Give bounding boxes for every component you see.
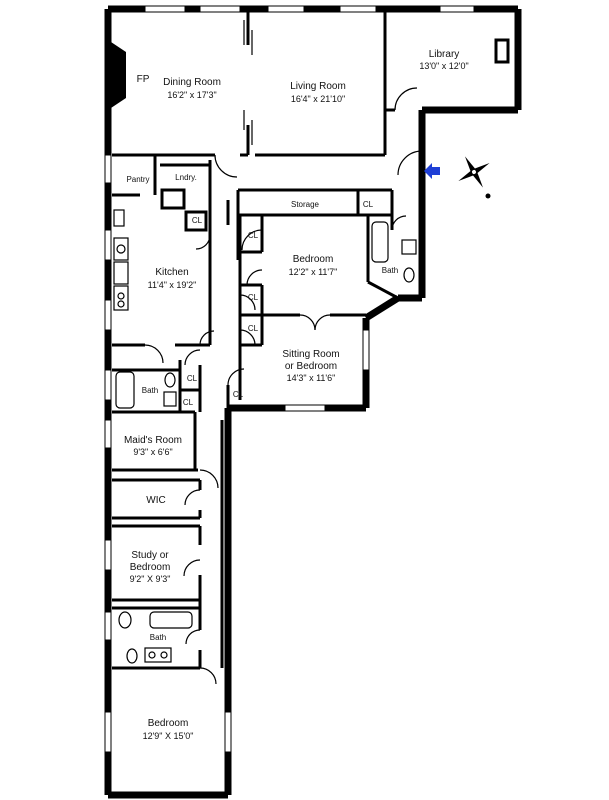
dining-room-name: Dining Room <box>163 77 221 88</box>
study-dims: 9'2" X 9'3" <box>130 574 171 584</box>
fireplace-chimney <box>108 40 126 110</box>
library-name: Library <box>429 49 460 60</box>
bath2-label: Bath <box>142 386 158 395</box>
pantry-label: Pantry <box>126 175 149 184</box>
compass-icon <box>458 156 490 188</box>
kitchen-dims: 11'4" x 19'2" <box>148 280 197 290</box>
sitting-room-name: Sitting Room <box>282 349 339 360</box>
living-room-dims: 16'4" x 21'10" <box>291 94 345 104</box>
bedroom2-dims: 12'9" X 15'0" <box>143 731 194 741</box>
closet-label-bath2-top: CL <box>187 374 198 383</box>
closet-label-hall: CL <box>233 390 244 399</box>
living-room-name: Living Room <box>290 81 346 92</box>
dining-room-dims: 16'2" x 17'3" <box>167 90 216 100</box>
bedroom2-name: Bedroom <box>148 718 189 729</box>
library-chimney <box>494 38 510 64</box>
fireplace-label: FP <box>137 74 150 85</box>
door-swings <box>144 87 423 685</box>
study-name: Study or <box>131 550 169 561</box>
closet-label-laundry: CL <box>192 216 203 225</box>
interior-walls <box>112 12 399 670</box>
entry-arrow-icon <box>424 163 440 179</box>
sitting-room-dims: 14'3" x 11'6" <box>287 373 336 383</box>
storage-label: Storage <box>291 200 320 209</box>
closet-label-bedroom-top: CL <box>248 231 259 240</box>
closet-label-sitting: CL <box>248 324 259 333</box>
sliding-doors <box>243 20 253 145</box>
fixtures <box>113 209 417 664</box>
kitchen-name: Kitchen <box>155 267 188 278</box>
maids-room-dims: 9'3" x 6'6" <box>133 447 172 457</box>
compass-north-marker <box>485 193 491 199</box>
bedroom1-name: Bedroom <box>293 254 334 265</box>
study-name2: Bedroom <box>130 562 171 573</box>
sitting-room-name2: or Bedroom <box>285 361 337 372</box>
bedroom1-dims: 12'2" x 11'7" <box>289 267 338 277</box>
closet-label-bath2-bottom: CL <box>183 398 194 407</box>
bath3-label: Bath <box>150 633 166 642</box>
laundry-label: Lndry. <box>175 173 197 182</box>
bath1-label: Bath <box>382 266 398 275</box>
library-dims: 13'0" x 12'0" <box>419 61 468 71</box>
closet-label-bedroom-mid: CL <box>248 293 259 302</box>
maids-room-name: Maid's Room <box>124 435 182 446</box>
closet-label-storage: CL <box>363 200 374 209</box>
wic-label: WIC <box>146 495 165 506</box>
windows <box>104 5 475 753</box>
